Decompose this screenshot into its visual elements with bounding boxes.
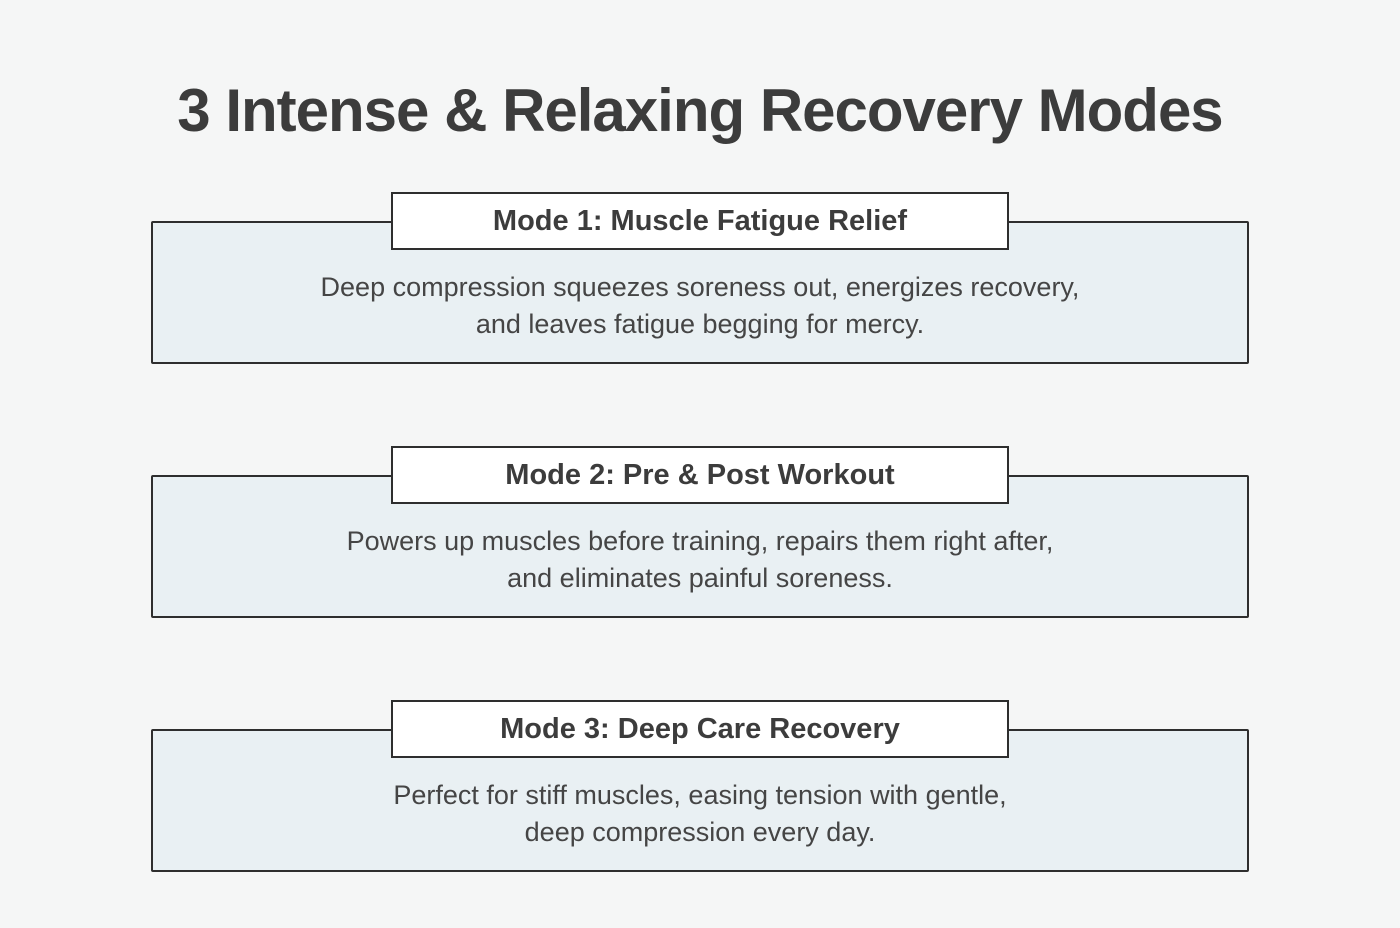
page-title: 3 Intense & Relaxing Recovery Modes xyxy=(177,77,1223,144)
mode-cards: Mode 1: Muscle Fatigue Relief Deep compr… xyxy=(0,192,1400,872)
mode-3-description: Perfect for stiff muscles, easing tensio… xyxy=(393,779,1007,847)
mode-3-panel: Perfect for stiff muscles, easing tensio… xyxy=(151,729,1249,872)
mode-1-heading: Mode 1: Muscle Fatigue Relief xyxy=(391,192,1009,250)
mode-1-description: Deep compression squeezes soreness out, … xyxy=(320,271,1080,339)
mode-2-heading: Mode 2: Pre & Post Workout xyxy=(391,446,1009,504)
mode-2-description: Powers up muscles before training, repai… xyxy=(346,525,1054,593)
mode-card-3: Mode 3: Deep Care Recovery Perfect for s… xyxy=(151,700,1249,872)
mode-card-1: Mode 1: Muscle Fatigue Relief Deep compr… xyxy=(151,192,1249,364)
mode-card-2: Mode 2: Pre & Post Workout Powers up mus… xyxy=(151,446,1249,618)
mode-3-heading: Mode 3: Deep Care Recovery xyxy=(391,700,1009,758)
